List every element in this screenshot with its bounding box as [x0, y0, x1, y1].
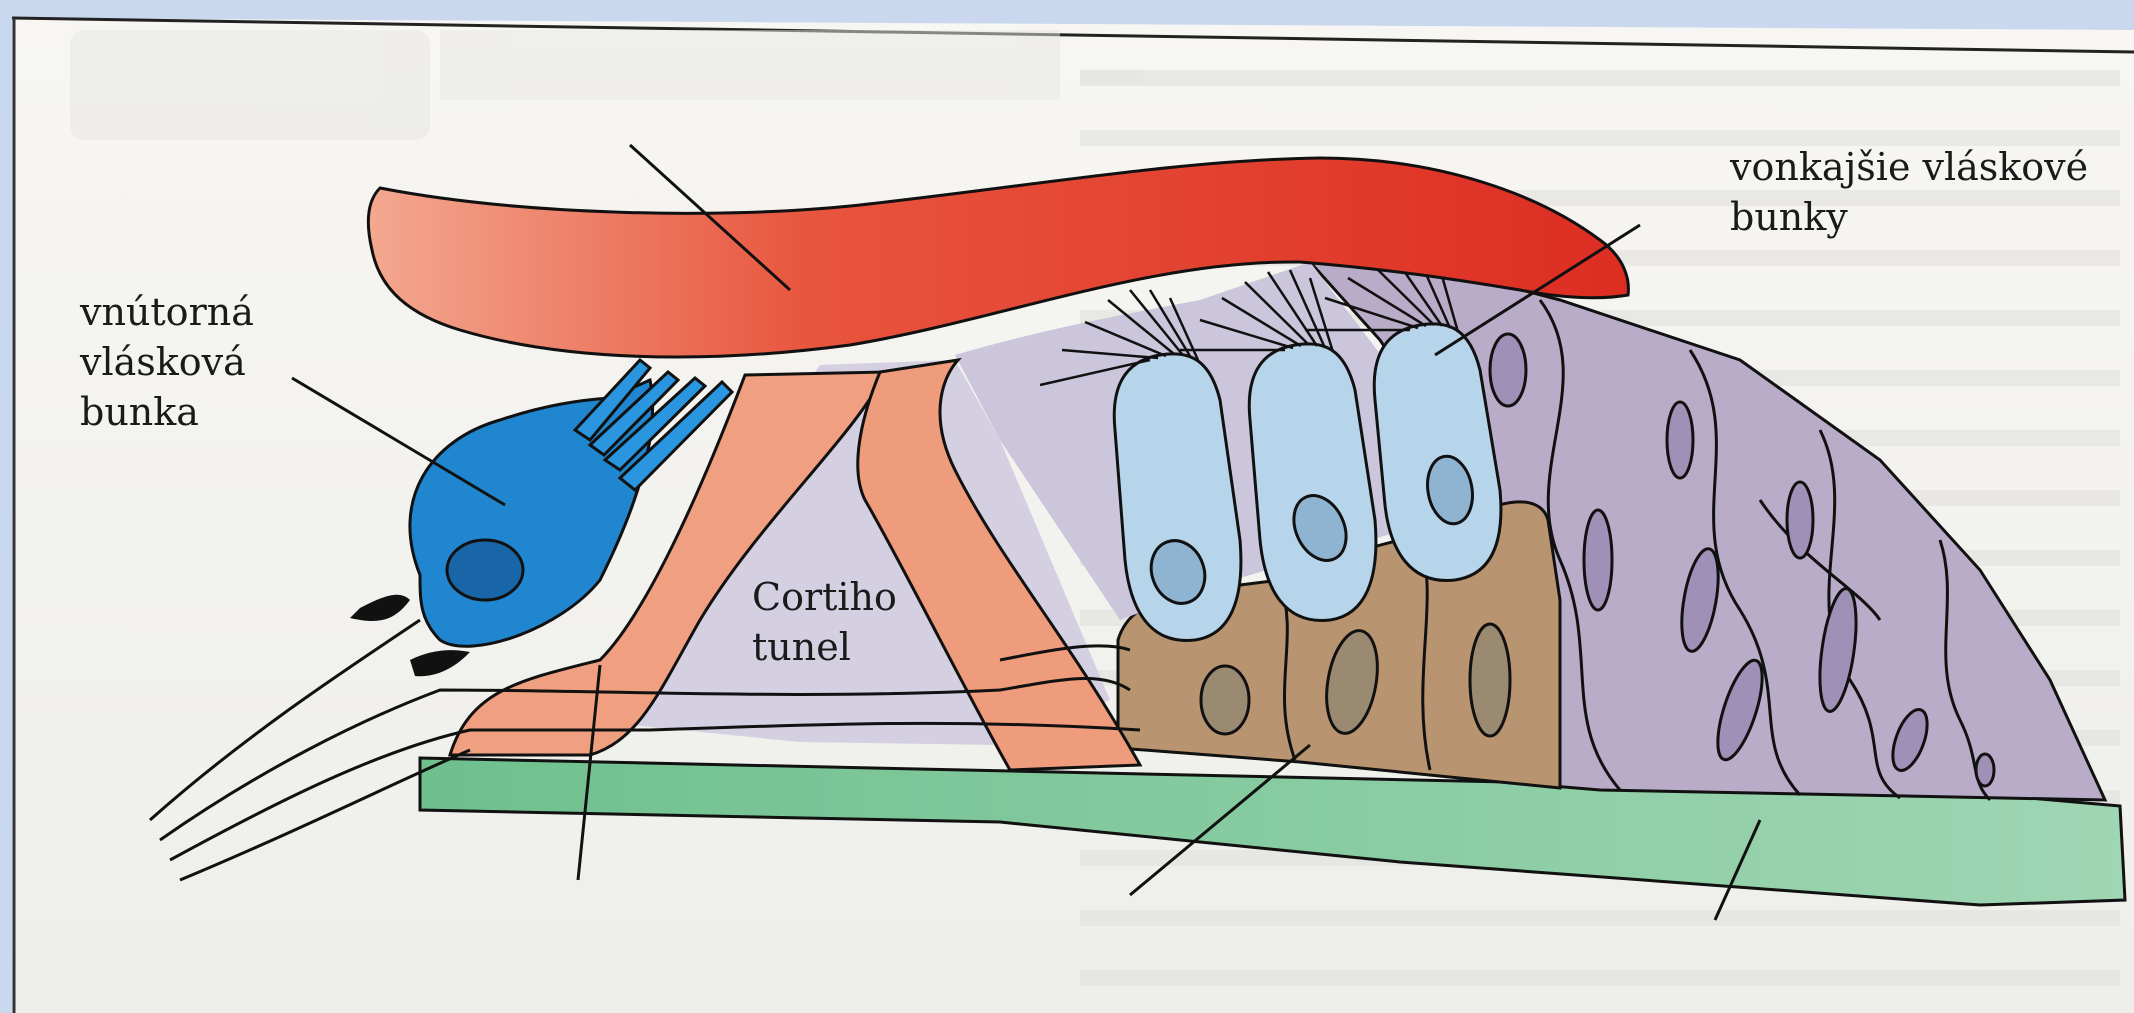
inner-hair-cell-nucleus [447, 540, 523, 600]
